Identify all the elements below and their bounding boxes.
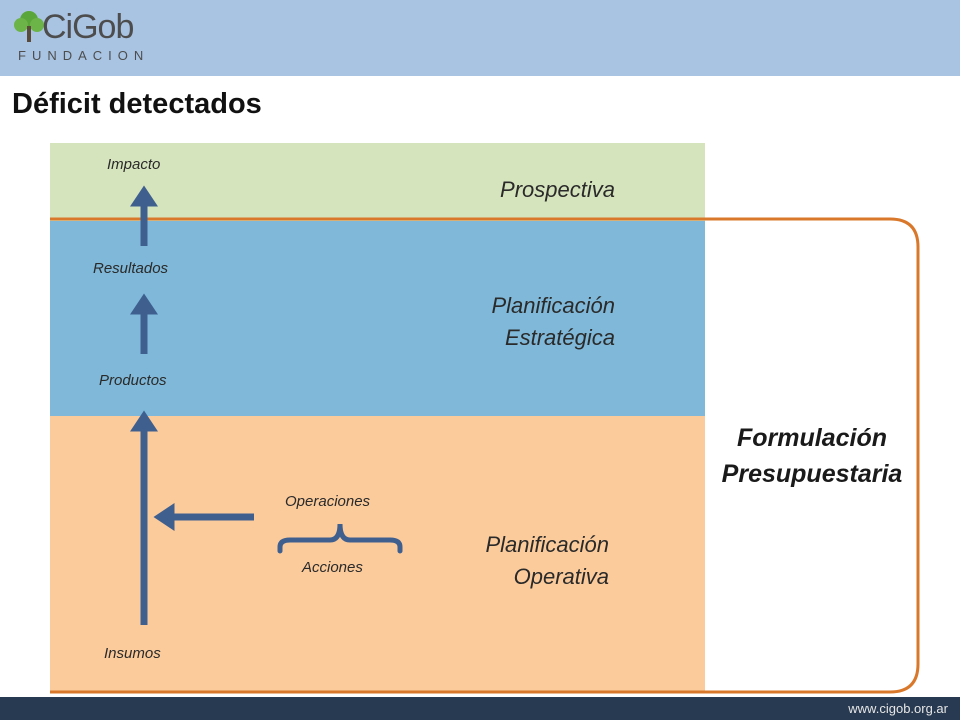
label-planificacion-operativa: Planificación Operativa: [485, 529, 609, 593]
operativa-line2: Operativa: [513, 564, 609, 589]
label-impacto: Impacto: [107, 156, 161, 173]
brace-icon: [277, 523, 403, 554]
label-operaciones: Operaciones: [285, 493, 371, 510]
footer-bar: www.cigob.org.ar: [0, 697, 960, 720]
cigob-logo: CiGob FUNDACION: [12, 6, 172, 70]
footer-url: www.cigob.org.ar: [848, 701, 948, 716]
estrategica-band: [50, 221, 705, 416]
label-resultados: Resultados: [93, 260, 169, 277]
label-productos: Productos: [99, 372, 167, 389]
label-insumos: Insumos: [104, 645, 161, 662]
label-acciones: Acciones: [302, 559, 363, 576]
logo-subtitle: FUNDACION: [18, 48, 150, 63]
tree-icon: [14, 11, 44, 42]
operativa-band: [50, 416, 705, 693]
estrategica-line2: Estratégica: [504, 325, 615, 350]
label-planificacion-estrategica: Planificación Estratégica: [491, 290, 615, 354]
formulacion-line2: Presupuestaria: [721, 460, 903, 488]
formulacion-line1: Formulación: [736, 424, 887, 452]
page-title: Déficit detectados: [12, 88, 262, 120]
estrategica-line1: Planificación: [491, 293, 615, 318]
prospectiva-band: [50, 143, 705, 221]
logo-word: CiGob: [42, 8, 134, 46]
operativa-line1: Planificación: [485, 532, 609, 557]
header-bar: CiGob FUNDACION: [0, 0, 960, 76]
formulacion-outline: [50, 217, 920, 694]
label-prospectiva: Prospectiva: [500, 177, 615, 202]
formulacion-presupuestaria-label: Formulación Presupuestaria: [712, 420, 912, 492]
